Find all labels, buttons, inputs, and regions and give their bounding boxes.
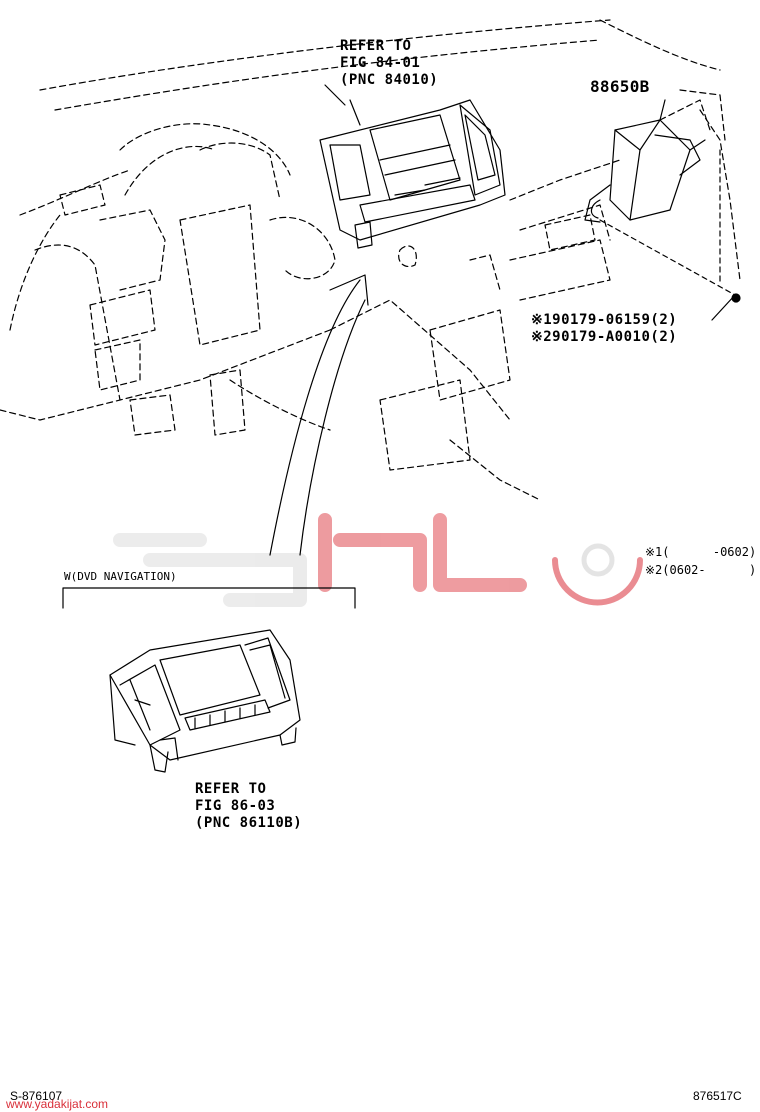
inset-bracket (62, 587, 356, 609)
legend-row-2: ※2(0602- ) (645, 561, 756, 579)
watermark-url: www.yadakijat.com (6, 1097, 109, 1111)
bolt-mark-1: ※1 (531, 312, 553, 328)
legend-range-1: ( -0602) (662, 545, 757, 559)
refer-top-line2: FIG 84-01 (340, 55, 421, 71)
bolt-row-1: ※190179-06159(2) (531, 312, 677, 329)
pointer-arrows (269, 84, 369, 556)
module-88650b (584, 99, 706, 223)
legend: ※1( -0602) ※2(0602- ) (645, 543, 756, 579)
bolt-leaders (599, 149, 736, 296)
refer-top-label: REFER TO FIG 84-01 (PNC 84010) (340, 38, 438, 89)
refer-inset-line3: (PNC 86110B) (195, 815, 303, 831)
dvd-navigation-unit (109, 629, 301, 773)
refer-top-line1: REFER TO (340, 38, 412, 54)
refer-inset-line1: REFER TO (195, 781, 267, 797)
bolt-icon (731, 293, 741, 303)
bolt-number-2: 90179-A0010(2) (552, 329, 678, 345)
footer-left-code: S-876107 (10, 1089, 63, 1103)
legend-row-1: ※1( -0602) (645, 543, 756, 561)
center-panel-top (319, 99, 506, 249)
legend-mark-1: ※1 (645, 545, 663, 559)
bolt-part-list: ※190179-06159(2) ※290179-A0010(2) (531, 312, 677, 346)
legend-range-2: (0602- ) (662, 563, 757, 577)
part-number-88650b: 88650B (590, 77, 650, 96)
refer-top-line3: (PNC 84010) (340, 72, 439, 88)
footer-right-code: 876517C (693, 1089, 742, 1103)
refer-inset-label: REFER TO FIG 86-03 (PNC 86110B) (195, 781, 302, 832)
bolt-number-1: 90179-06159(2) (552, 312, 678, 328)
legend-mark-2: ※2 (645, 563, 663, 577)
inset-title: W(DVD NAVIGATION) (64, 570, 177, 583)
refer-inset-line2: FIG 86-03 (195, 798, 276, 814)
bolt-row-2: ※290179-A0010(2) (531, 329, 677, 346)
dashboard-outline (0, 19, 741, 501)
bolt-mark-2: ※2 (531, 329, 553, 345)
watermark-logo (113, 513, 643, 607)
bolt-leader-solid (711, 294, 736, 321)
